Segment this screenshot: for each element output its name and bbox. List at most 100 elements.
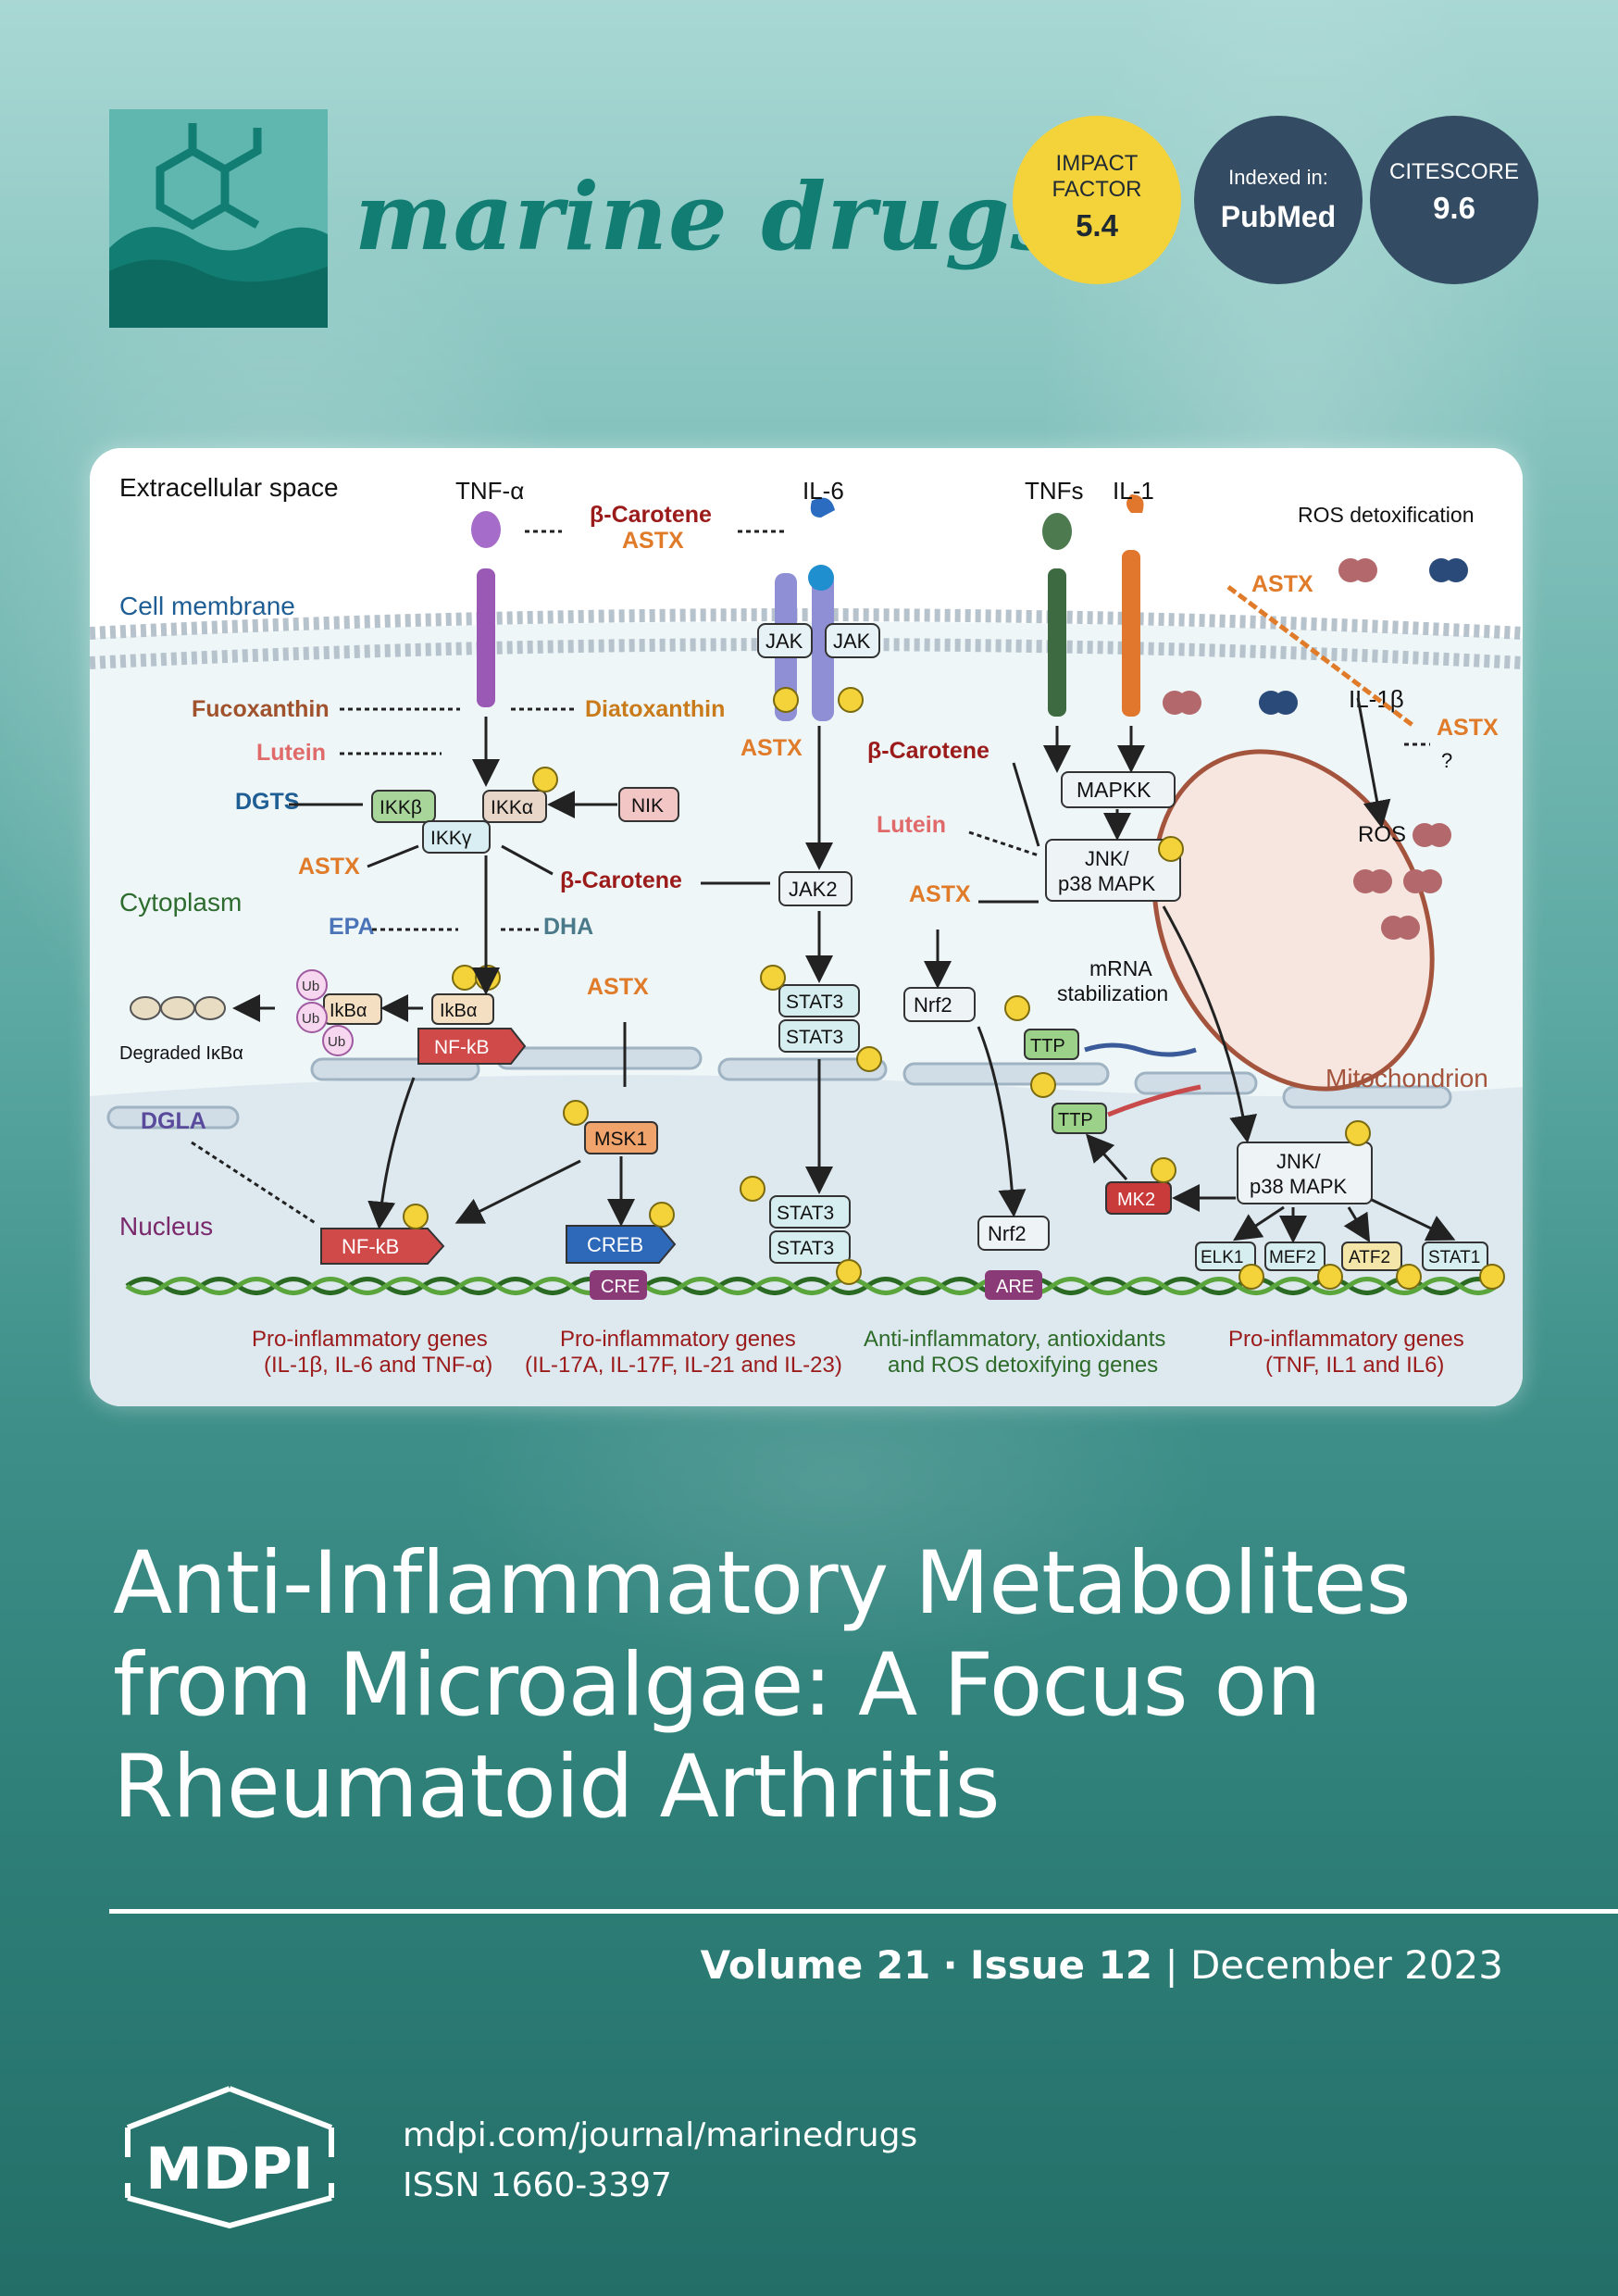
svg-text:and ROS detoxifying genes: and ROS detoxifying genes [888, 1353, 1158, 1378]
volume-label: Volume 21 [700, 1942, 931, 1988]
label-stabilization: stabilization [1057, 981, 1168, 1005]
ub-tags: Ub Ub Ub [296, 969, 354, 1056]
svg-text:(TNF, IL1 and IL6): (TNF, IL1 and IL6) [1265, 1353, 1444, 1378]
svg-text:CRE: CRE [601, 1277, 640, 1297]
svg-text:ELK1: ELK1 [1201, 1248, 1243, 1267]
svg-text:MAPKK: MAPKK [1077, 778, 1151, 802]
mk2-box: MK2 [1105, 1181, 1172, 1215]
svg-text:JAK: JAK [833, 630, 871, 653]
article-title-line-1: Anti-Inflammatory Metabolites [113, 1533, 1412, 1634]
svg-text:p38 MAPK: p38 MAPK [1058, 872, 1155, 895]
jak-left-box: JAK [757, 623, 813, 658]
mitochondrion [1151, 749, 1435, 1092]
svg-text:Pro-inflammatory genes: Pro-inflammatory genes [560, 1327, 796, 1352]
gene-label-2: Pro-inflammatory genes (IL-17A, IL-17F, … [525, 1327, 842, 1378]
label-bcarotene-right: β-Carotene [867, 738, 989, 764]
citescore-badge: CITESCORE 9.6 [1370, 116, 1538, 284]
journal-logo [109, 109, 328, 328]
label-extracellular: Extracellular space [119, 473, 339, 502]
svg-text:Pro-inflammatory genes: Pro-inflammatory genes [1228, 1327, 1464, 1352]
cre-box: CRE [590, 1270, 647, 1300]
jak2-box: JAK2 [778, 871, 853, 906]
label-ros-detox: ROS detoxification [1298, 503, 1474, 527]
jnk-box: JNK/p38 MAPK [1045, 839, 1181, 902]
svg-text:IKKβ: IKKβ [380, 797, 422, 818]
svg-text:JNK/: JNK/ [1276, 1150, 1322, 1173]
label-ros: ROS [1358, 822, 1406, 847]
label-astx-nik: ASTX [741, 735, 803, 761]
svg-text:TTP: TTP [1030, 1036, 1065, 1056]
label-dha: DHA [543, 914, 593, 940]
stat3-box-2: STAT3 [778, 1019, 860, 1053]
label-degraded: Degraded IκBα [119, 1043, 243, 1064]
graphical-abstract: Extracellular space Cell membrane Cytopl… [90, 448, 1523, 1406]
tnfa-receptor [471, 511, 501, 707]
svg-text:IkBα: IkBα [330, 1001, 367, 1021]
label-astx-mito: ASTX [1437, 715, 1499, 741]
journal-url[interactable]: mdpi.com/journal/marinedrugs [403, 2116, 918, 2154]
svg-text:ATF2: ATF2 [1349, 1248, 1390, 1267]
nik-box: NIK [618, 787, 679, 822]
citescore-value: 9.6 [1433, 191, 1475, 225]
il1-receptor [1122, 494, 1144, 717]
journal-title: marine drugs [355, 162, 1064, 271]
svg-text:MK2: MK2 [1117, 1190, 1155, 1210]
inhibition-lines [191, 530, 1430, 1226]
svg-text:MSK1: MSK1 [594, 1129, 647, 1150]
indexed-badge: Indexed in: PubMed [1194, 116, 1363, 284]
label-astx-ikk: ASTX [298, 854, 360, 880]
svg-text:IKKγ: IKKγ [430, 828, 472, 849]
dna-strand-1 [125, 1277, 1499, 1295]
mdpi-hexagon-icon: MDPI [125, 2086, 334, 2229]
pathway-arrows [232, 697, 1456, 1243]
issue-divider: | [1164, 1942, 1178, 1988]
svg-text:MEF2: MEF2 [1269, 1248, 1316, 1267]
are-box: ARE [985, 1270, 1042, 1300]
label-epa: EPA [329, 914, 375, 940]
mdpi-wordmark: MDPI [145, 2135, 314, 2202]
ikba-box: IkBα [431, 993, 494, 1025]
ttp-box-1: TTP [1024, 1029, 1079, 1060]
title-divider [109, 1909, 1618, 1914]
label-bcarotene-mid: β-Carotene [560, 867, 682, 893]
svg-text:NF-kB: NF-kB [342, 1235, 399, 1258]
svg-text:STAT1: STAT1 [1428, 1248, 1480, 1267]
label-tnfs: TNFs [1025, 477, 1084, 505]
ros-molecules [1163, 558, 1468, 940]
svg-text:(IL-1β, IL-6 and TNF-α): (IL-1β, IL-6 and TNF-α) [264, 1353, 492, 1378]
label-astx-msk1: ASTX [587, 974, 649, 1000]
svg-text:(IL-17A, IL-17F, IL-21 and IL-: (IL-17A, IL-17F, IL-21 and IL-23) [525, 1353, 842, 1378]
citescore-label: CITESCORE [1388, 159, 1519, 184]
svg-text:ARE: ARE [996, 1277, 1034, 1297]
mapkk-box: MAPKK [1061, 771, 1176, 808]
issue-info: Volume 21 · Issue 12 | December 2023 [701, 1942, 1503, 1988]
ikkb-box: IKKβ [371, 790, 436, 823]
article-title-line-3: Rheumatoid Arthritis [113, 1737, 1001, 1838]
svg-text:STAT3: STAT3 [777, 1203, 834, 1224]
article-title-line-2: from Microalgae: A Focus on [113, 1635, 1322, 1736]
degraded-ikba-icon [130, 996, 226, 1020]
svg-text:NF-kB: NF-kB [434, 1037, 490, 1058]
svg-text:STAT3: STAT3 [786, 992, 843, 1013]
svg-text:IKKα: IKKα [491, 797, 533, 818]
label-astx-ros: ASTX [1251, 571, 1313, 597]
indexed-label: Indexed in: [1228, 166, 1328, 189]
nfkb-cyto-box: NF-kB [417, 1028, 527, 1065]
issue-separator: · [942, 1942, 958, 1988]
label-nucleus: Nucleus [119, 1212, 213, 1241]
creb-box: CREB [566, 1225, 677, 1264]
nrf2-box: Nrf2 [903, 987, 976, 1022]
mrna-strand-2 [1107, 1084, 1201, 1117]
membrane-outer [90, 608, 1523, 640]
mdpi-logo: MDPI [109, 2083, 350, 2236]
ikka-box: IKKα [482, 790, 547, 823]
stat3-nuc-box-2: STAT3 [769, 1230, 851, 1264]
svg-text:Nrf2: Nrf2 [988, 1222, 1027, 1245]
svg-text:Ub: Ub [302, 979, 319, 994]
journal-issn: ISSN 1660-3397 [403, 2166, 672, 2204]
svg-text:Nrf2: Nrf2 [914, 993, 952, 1017]
gene-label-4: Pro-inflammatory genes (TNF, IL1 and IL6… [1228, 1327, 1464, 1378]
ikkg-box: IKKγ [422, 820, 491, 854]
stat3-nuc-box-1: STAT3 [769, 1195, 851, 1229]
